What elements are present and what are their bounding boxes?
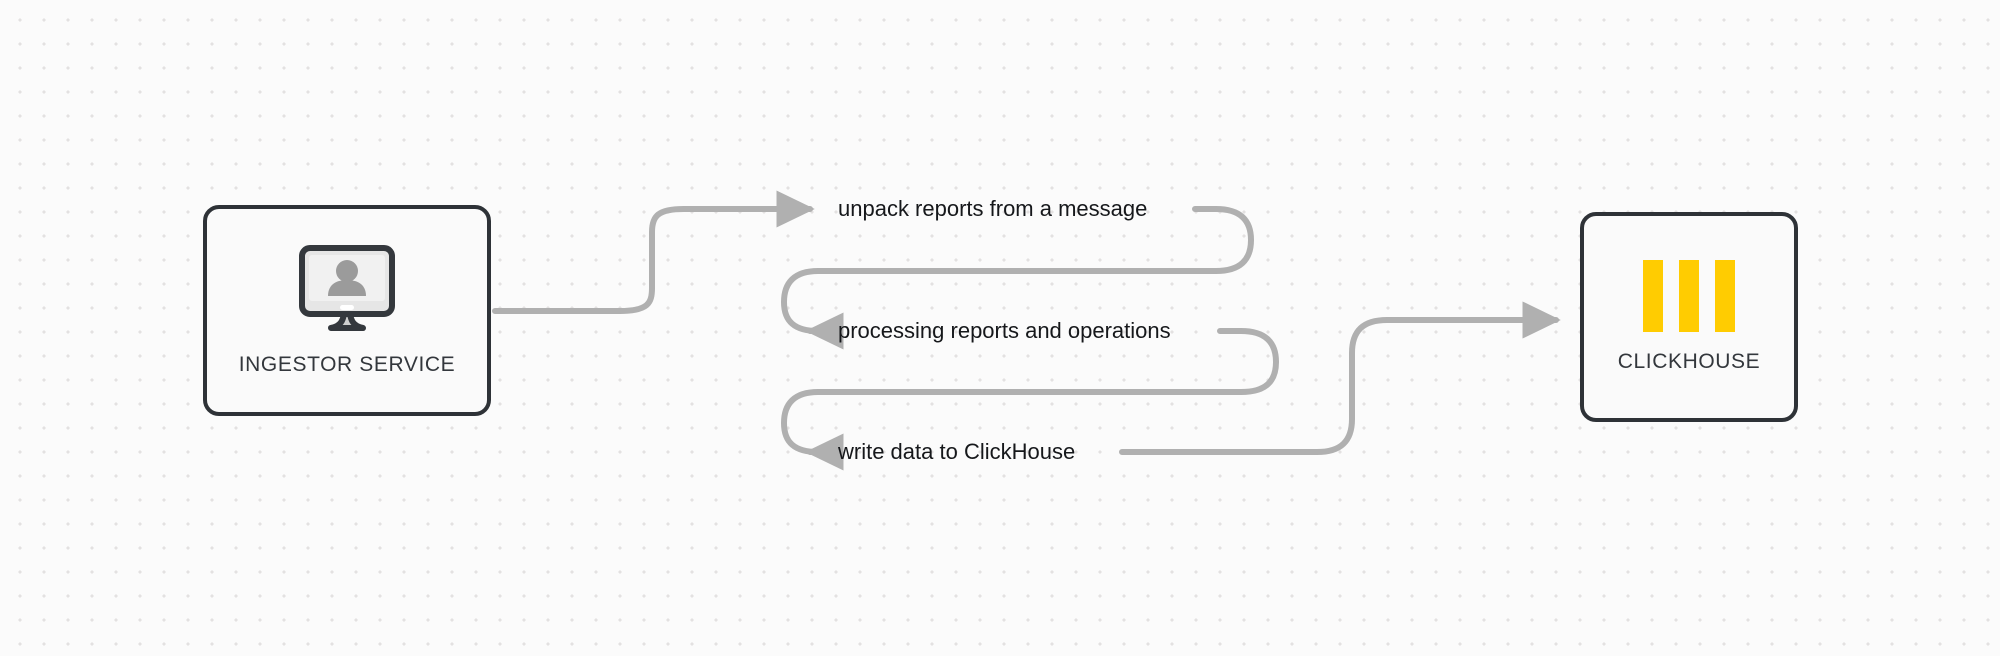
node-clickhouse[interactable]: CLICKHOUSE: [1580, 212, 1798, 422]
edge-path-step1-to-step2: [781, 206, 1254, 350]
edge-label-processing-reports: processing reports and operations: [838, 318, 1171, 343]
edge-label-unpack-reports: unpack reports from a message: [838, 196, 1148, 221]
node-clickhouse-label: CLICKHOUSE: [1617, 350, 1761, 373]
clickhouse-bar-3: [1715, 260, 1735, 332]
clickhouse-bar-2: [1679, 260, 1699, 332]
clickhouse-bar-1: [1643, 260, 1663, 332]
node-ingestor-service-label: INGESTOR SERVICE: [238, 353, 456, 376]
node-ingestor-service[interactable]: INGESTOR SERVICE: [203, 205, 491, 416]
monitor-user-icon: [295, 244, 399, 337]
edge-label-write-data: write data to ClickHouse: [838, 439, 1076, 464]
edge-path-step2-to-step3: [781, 328, 1279, 471]
clickhouse-bars-icon: [1643, 260, 1735, 332]
edge-path-ingestor-to-step1: [492, 190, 815, 314]
edge-path-step3-to-clickhouse: [1119, 301, 1561, 455]
